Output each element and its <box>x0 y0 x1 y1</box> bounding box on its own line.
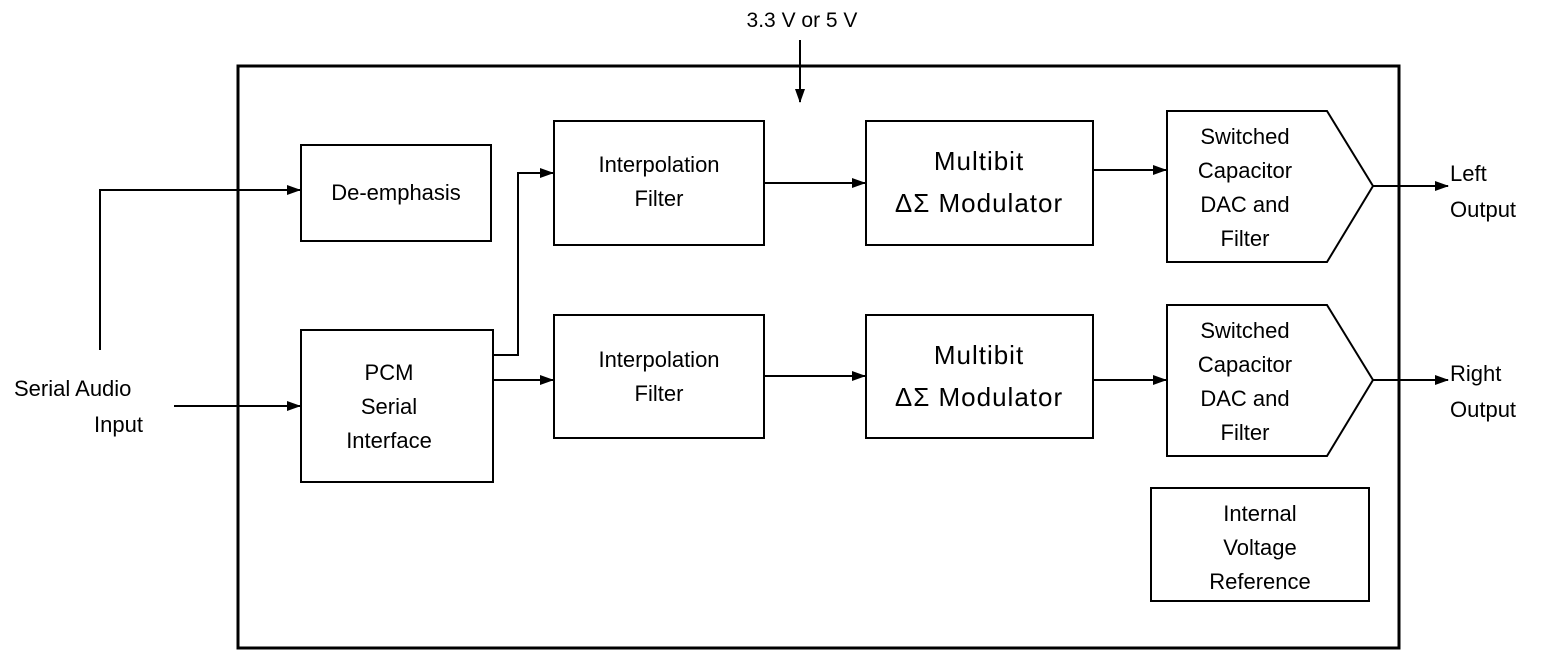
deemphasis-label: De-emphasis <box>331 180 461 205</box>
dac-top-label-1: Switched <box>1200 124 1290 149</box>
vref-label-2: Voltage <box>1223 535 1297 560</box>
supply-voltage-label: 3.3 V or 5 V <box>746 9 858 32</box>
serial-audio-label: Serial Audio <box>14 376 132 401</box>
interpolation-filter-top-block <box>553 120 765 246</box>
dac-bottom-block <box>1166 304 1375 457</box>
mod-bottom-label-1: Multibit <box>933 340 1025 370</box>
dac-bottom-label-2: Capacitor <box>1197 352 1293 377</box>
pcm-label: PCM <box>364 360 414 385</box>
interp-bottom-label-1: Interpolation <box>598 347 720 372</box>
modulator-bottom-block <box>865 314 1094 439</box>
left-output-label: Output <box>1450 197 1517 222</box>
dac-top-label-4: Filter <box>1220 226 1270 251</box>
serial-label: Serial <box>360 394 418 419</box>
dac-bottom-label-3: DAC and <box>1200 386 1290 411</box>
dac-bottom-label-1: Switched <box>1200 318 1290 343</box>
interp-top-label-2: Filter <box>634 186 684 211</box>
voltage-reference-block <box>1150 487 1370 602</box>
left-label: Left <box>1450 161 1487 186</box>
interface-label: Interface <box>346 428 432 453</box>
dac-top-label-3: DAC and <box>1200 192 1290 217</box>
vref-label-1: Internal <box>1223 501 1297 526</box>
dac-top-block <box>1166 110 1375 263</box>
dac-bottom-label-4: Filter <box>1220 420 1270 445</box>
interp-bottom-label-2: Filter <box>634 381 684 406</box>
deemphasis-block <box>300 144 492 242</box>
interpolation-filter-bottom-block <box>553 314 765 439</box>
vref-label-3: Reference <box>1209 569 1311 594</box>
right-output-label: Output <box>1450 397 1517 422</box>
pcm-serial-interface-block <box>300 329 494 483</box>
mod-top-label-1: Multibit <box>933 146 1025 176</box>
chip-outline <box>236 64 1401 650</box>
input-label: Input <box>94 412 143 437</box>
right-label: Right <box>1450 361 1502 386</box>
mod-top-label-2: ΔΣ Modulator <box>894 188 1064 218</box>
interp-top-label-1: Interpolation <box>598 152 720 177</box>
deemphasis-input-arrow <box>99 185 301 350</box>
mod-bottom-label-2: ΔΣ Modulator <box>894 382 1064 412</box>
dac-top-label-2: Capacitor <box>1197 158 1293 183</box>
pcm-to-interp-top-arrow <box>494 168 554 356</box>
modulator-top-block <box>865 120 1094 246</box>
